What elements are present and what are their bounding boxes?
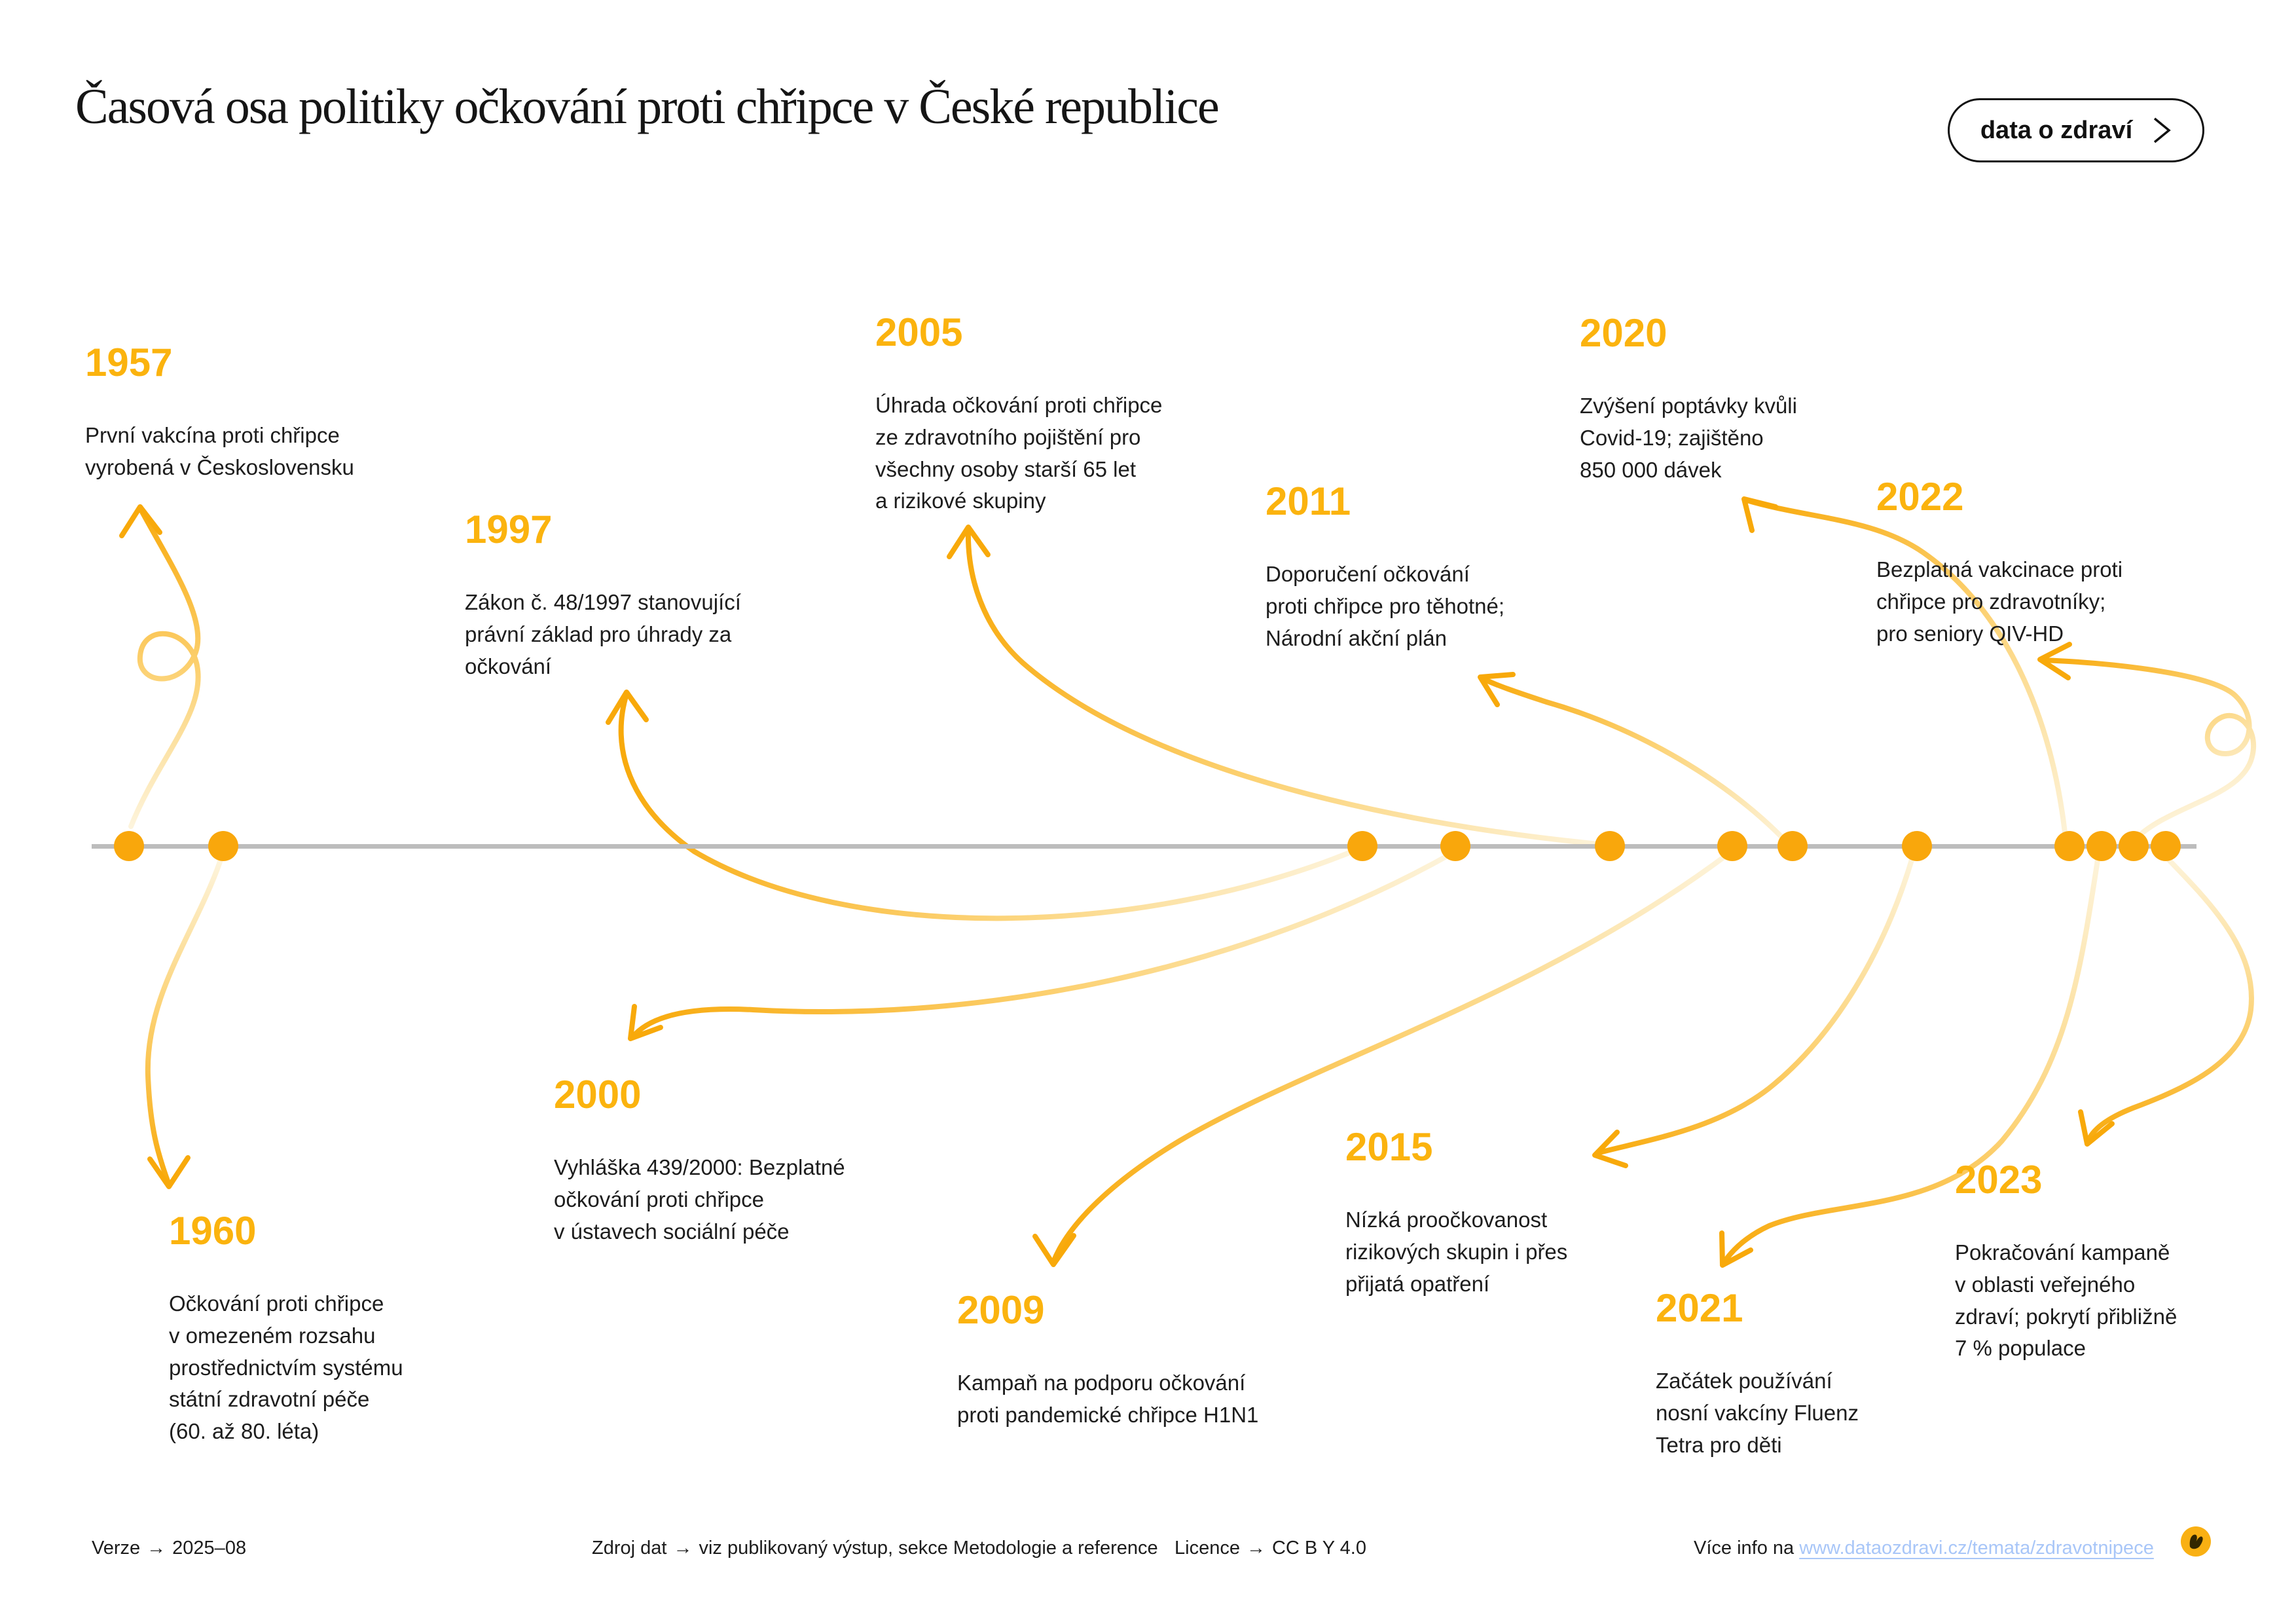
event-year: 2005 [875, 310, 963, 354]
arrowhead-1957 [119, 504, 162, 538]
event-2011: 2011 Doporučení očkování proti chřipce p… [1266, 482, 1504, 654]
arrow-right-glyph: → [147, 1538, 166, 1559]
event-year: 1957 [85, 341, 173, 384]
page-title: Časová osa politiky očkování proti chřip… [75, 79, 1220, 134]
arrowhead-2000 [628, 1004, 663, 1041]
arrowhead-1997 [606, 690, 649, 725]
footer-license-label: Licence [1175, 1538, 1240, 1559]
more-info-link[interactable]: www.dataozdravi.cz/temata/zdravotnipece [1799, 1538, 2154, 1559]
arrow-2015 [1597, 851, 1916, 1155]
arrow-1960 [145, 859, 223, 1185]
footer-license-value: CC B Y 4.0 [1271, 1538, 1366, 1559]
event-description: První vakcína proti chřipce vyrobená v Č… [85, 423, 354, 479]
event-2021: 2021 Začátek používání nosní vakcíny Flu… [1656, 1289, 1859, 1461]
event-2020: 2020 Zvýšení poptávky kvůli Covid-19; za… [1580, 314, 1797, 486]
event-description: Pokračování kampaně v oblasti veřejného … [1955, 1240, 2178, 1361]
arrow-right-glyph: → [673, 1538, 693, 1559]
footer-version: Verze → 2025–08 [92, 1538, 246, 1559]
event-description: Doporučení očkování proti chřipce pro tě… [1266, 562, 1505, 650]
data-o-zdravi-logo [2181, 1526, 2211, 1557]
event-description: Bezplatná vakcinace proti chřipce pro zd… [1876, 557, 2123, 646]
arrow-1957 [128, 506, 201, 829]
event-year: 2021 [1656, 1286, 1743, 1330]
event-year: 2020 [1580, 311, 1667, 355]
timeline-dot-2022 [2119, 831, 2149, 861]
arrow-2022 [2040, 657, 2257, 847]
event-year: 2015 [1345, 1125, 1433, 1169]
arrowhead-2005 [947, 525, 991, 559]
event-description: Nízká proočkovanost rizikových skupin i … [1345, 1208, 1568, 1296]
footer-license: Licence →CC B Y 4.0 [1175, 1538, 1366, 1559]
chevron-right-icon [2154, 117, 2171, 143]
timeline-dot-1957 [114, 831, 144, 861]
timeline-dot-2021 [2086, 831, 2117, 861]
event-2023: 2023 Pokračování kampaně v oblasti veřej… [1955, 1160, 2177, 1365]
event-year: 2009 [957, 1288, 1045, 1332]
timeline-dot-2011 [1777, 831, 1808, 861]
event-2005: 2005 Úhrada očkování proti chřipce ze zd… [875, 313, 1162, 517]
arrowhead-2020 [1741, 496, 1778, 533]
timeline-dot-2015 [1902, 831, 1932, 861]
timeline-dot-2020 [2054, 831, 2085, 861]
arrow-2023 [2085, 851, 2254, 1145]
data-o-zdravi-button[interactable]: data o zdraví [1948, 98, 2204, 162]
arrowhead-2015 [1592, 1130, 1628, 1168]
arrowhead-2009 [1032, 1233, 1076, 1267]
event-year: 2000 [554, 1073, 642, 1116]
timeline-dot-2009 [1717, 831, 1747, 861]
footer-source-label: Zdroj dat [592, 1538, 667, 1559]
footer-source: Zdroj dat → viz publikovaný výstup, sekce … [592, 1538, 1158, 1559]
timeline-dot-1997 [1347, 831, 1377, 861]
event-2009: 2009 Kampaň na podporu očkování proti pa… [957, 1291, 1258, 1431]
footer-version-label: Verze [92, 1538, 141, 1559]
event-description: Očkování proti chřipce v omezeném rozsah… [169, 1291, 403, 1444]
timeline-dot-1960 [208, 831, 238, 861]
arrowhead-2023 [2078, 1109, 2115, 1147]
footer-more-info: Více info na www.dataozdravi.cz/temata/z… [1694, 1538, 2154, 1559]
event-description: Začátek používání nosní vakcíny Fluenz T… [1656, 1369, 1859, 1457]
footer-version-value: 2025–08 [172, 1538, 247, 1559]
arrow-2011 [1478, 675, 1792, 847]
event-description: Zákon č. 48/1997 stanovující právní zákl… [465, 590, 741, 678]
event-year: 1960 [169, 1209, 257, 1253]
event-2022: 2022 Bezplatná vakcinace proti chřipce p… [1876, 477, 2123, 650]
timeline-axis [92, 844, 2196, 849]
event-2000: 2000 Vyhláška 439/2000: Bezplatné očková… [554, 1075, 845, 1247]
footer-info-prefix: Více info na [1694, 1538, 1795, 1559]
event-year: 2011 [1266, 479, 1351, 523]
footer-source-value: viz publikovaný výstup, sekce Metodologi… [699, 1538, 1158, 1559]
event-year: 2023 [1955, 1158, 2043, 1202]
event-1960: 1960 Očkování proti chřipce v omezeném r… [169, 1211, 403, 1448]
event-1957: 1957 První vakcína proti chřipce vyroben… [85, 343, 354, 484]
arrow-right-glyph: → [1246, 1538, 1266, 1559]
button-label: data o zdraví [1980, 116, 2133, 144]
event-description: Úhrada očkování proti chřipce ze zdravot… [875, 393, 1163, 513]
timeline-dot-2023 [2151, 831, 2181, 861]
arrow-1997 [618, 692, 1362, 921]
arrowhead-2011 [1478, 672, 1516, 707]
event-2015: 2015 Nízká proočkovanost rizikových skup… [1345, 1128, 1567, 1300]
arrow-2000 [630, 851, 1455, 1040]
event-description: Kampaň na podporu očkování proti pandemi… [957, 1371, 1259, 1427]
event-description: Zvýšení poptávky kvůli Covid-19; zajiště… [1580, 394, 1797, 482]
event-1997: 1997 Zákon č. 48/1997 stanovující právní… [465, 510, 741, 682]
timeline-dot-2000 [1440, 831, 1470, 861]
event-year: 1997 [465, 507, 553, 551]
event-description: Vyhláška 439/2000: Bezplatné očkování pr… [554, 1155, 845, 1244]
arrowhead-1960 [147, 1155, 191, 1189]
event-year: 2022 [1876, 475, 1964, 519]
arrowhead-2021 [1719, 1230, 1753, 1268]
timeline-dot-2005 [1595, 831, 1625, 861]
